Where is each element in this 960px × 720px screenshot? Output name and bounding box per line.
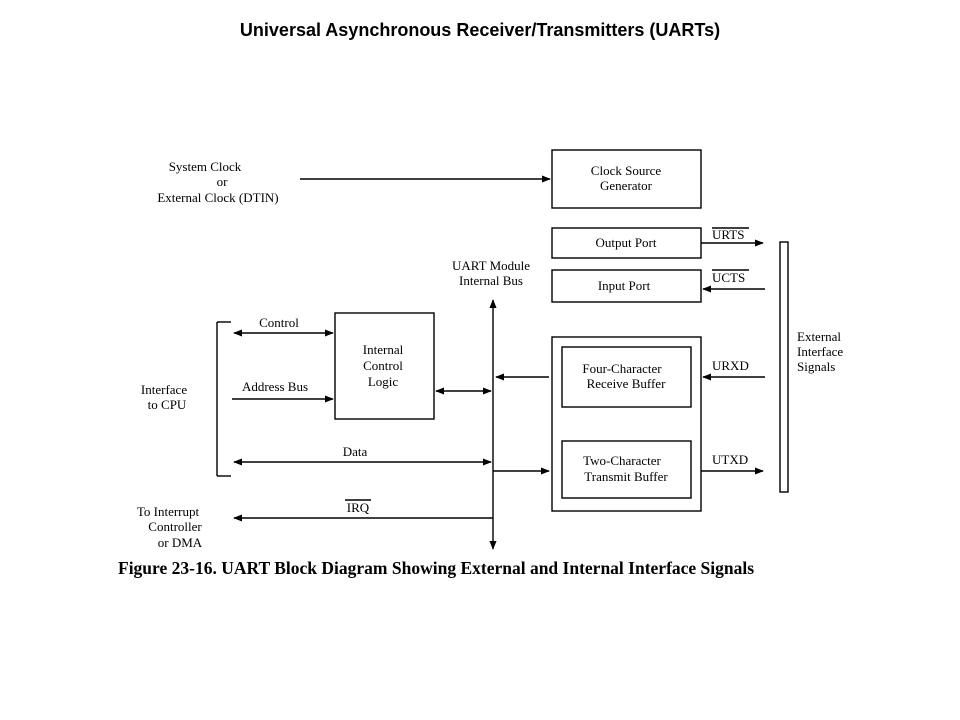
clock-generator-label: Generator [600,178,653,193]
interrupt-label-1: To Interrupt [137,504,200,519]
input-port-label: Input Port [598,278,651,293]
clock-or-label: or [217,174,229,189]
cpu-interface-label-1: Interface [141,382,187,397]
internal-control-label-1: Internal [363,342,404,357]
ucts-label: UCTS [712,270,745,285]
clock-source-label: Clock Source [591,163,662,178]
urxd-label: URXD [712,358,749,373]
internal-control-logic-block [334,312,435,420]
internal-bus-label-2: Internal Bus [459,273,523,288]
external-label-1: External [797,329,841,344]
address-bus-label: Address Bus [242,379,308,394]
receive-buffer-block [561,346,692,408]
clock-source-generator-block [551,149,702,209]
internal-control-label-3: Logic [368,374,399,389]
control-label: Control [259,315,299,330]
irq-label: IRQ [347,500,370,515]
receive-buffer-label-1: Four-Character [582,361,662,376]
external-label-2: Interface [797,344,843,359]
internal-bus-label-1: UART Module [452,258,530,273]
transmit-buffer-label-2: Transmit Buffer [584,469,668,484]
internal-control-label-2: Control [363,358,403,373]
interrupt-label-2: Controller [148,519,202,534]
input-port-block [551,269,702,303]
external-interface-bar [779,241,789,493]
receive-buffer-label-2: Receive Buffer [587,376,666,391]
page-title: Universal Asynchronous Receiver/Transmit… [239,20,721,40]
receiver-transmitter-block [551,336,702,512]
cpu-interface-label-2: to CPU [148,397,187,412]
transmit-buffer-label-1: Two-Character [583,453,661,468]
external-clock-label: External Clock (DTIN) [157,190,278,205]
urts-label: URTS [712,227,744,242]
data-label: Data [343,444,368,459]
interrupt-label-3: or DMA [158,535,203,550]
figure-caption: Figure 23-16. UART Block Diagram Showing… [118,558,754,578]
external-label-3: Signals [797,359,835,374]
transmit-buffer-block [561,440,692,499]
utxd-label: UTXD [712,452,748,467]
output-port-label: Output Port [595,235,656,250]
system-clock-label: System Clock [169,159,242,174]
